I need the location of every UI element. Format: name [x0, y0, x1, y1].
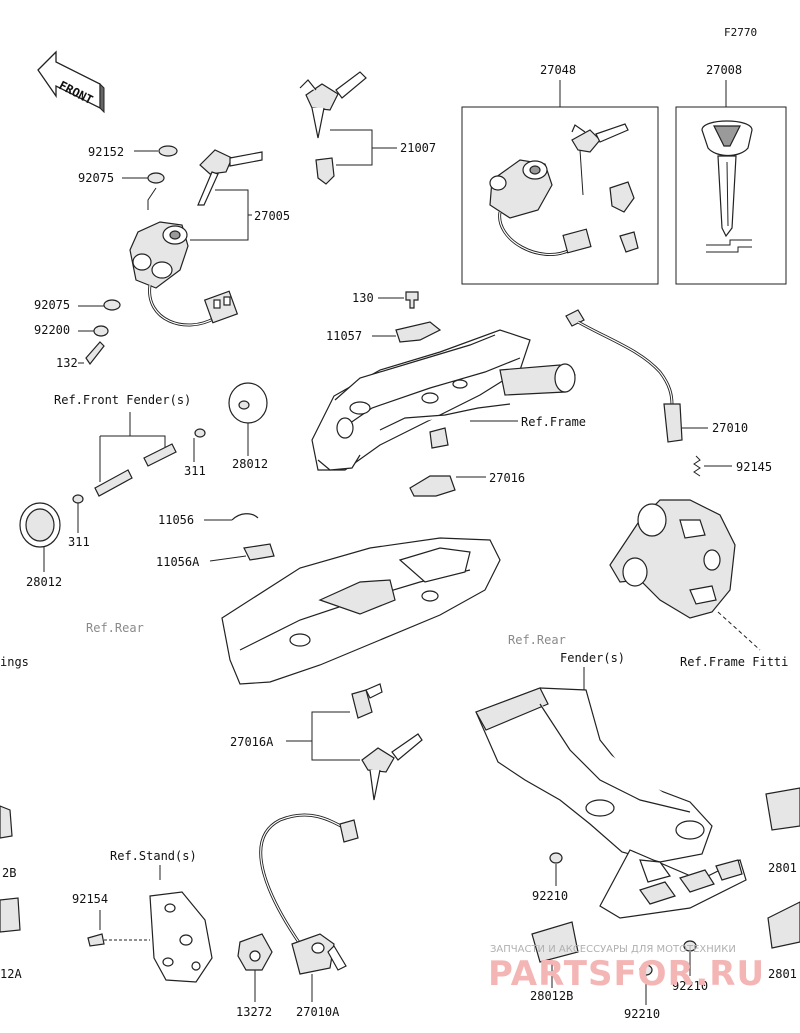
- label-11056A: 11056A: [156, 555, 200, 569]
- collar-pair: [94, 443, 177, 497]
- label-132: 132: [56, 356, 78, 370]
- label-2801-lower: 2801: [768, 967, 797, 981]
- washer-92075-top: [147, 172, 165, 184]
- kit-27048-parts: [489, 123, 639, 256]
- label-12A: 12A: [0, 967, 22, 981]
- label-27010: 27010: [712, 421, 748, 435]
- label-11056: 11056: [158, 513, 194, 527]
- sidestand-switch-27010A: [259, 813, 359, 975]
- switch-13272: [237, 933, 273, 971]
- label-28012-right: 28012: [232, 457, 268, 471]
- label-13272: 13272: [236, 1005, 272, 1019]
- figure-code: F2770: [724, 26, 757, 39]
- label-92152: 92152: [88, 145, 124, 159]
- bolt-92154: [87, 933, 105, 947]
- label-92210-left: 92210: [532, 889, 568, 903]
- label-ref-front-fender: Ref.Front Fender(s): [54, 393, 191, 407]
- label-11057: 11057: [326, 329, 362, 343]
- label-311-left: 311: [68, 535, 90, 549]
- spring-92145: [693, 455, 701, 477]
- stand-bracket: [149, 891, 213, 983]
- washer-92075-bottom: [103, 299, 121, 311]
- washer-92152: [158, 145, 178, 157]
- label-27010A: 27010A: [296, 1005, 340, 1019]
- label-311-right: 311: [184, 464, 206, 478]
- cylinder-27016A: [351, 689, 373, 719]
- label-27016: 27016: [489, 471, 525, 485]
- bracket-11057: [395, 321, 442, 343]
- reflector-left-edge-upper: [0, 805, 13, 839]
- label-2B: 2B: [2, 866, 16, 880]
- label-28012B: 28012B: [530, 989, 573, 1003]
- nut-92210-right: [683, 940, 697, 952]
- svg-text:Ref.Rear: Ref.Rear: [508, 633, 566, 647]
- label-27016A: 27016A: [230, 735, 274, 749]
- seat-lock-cable-27010: [565, 309, 683, 443]
- label-27048: 27048: [540, 63, 576, 77]
- svg-text:Ref.Rear: Ref.Rear: [86, 621, 144, 635]
- label-92154: 92154: [72, 892, 108, 906]
- label-92200: 92200: [34, 323, 70, 337]
- nut-92210-left: [549, 852, 563, 864]
- rear-undertray: [221, 537, 501, 685]
- label-2801-upper: 2801: [768, 861, 797, 875]
- watermark-text: ЗАПЧАСТИ И АКСЕССУАРЫ ДЛЯ МОТОТЕХНИКИ: [490, 944, 736, 955]
- reflector-right-lower: [767, 901, 800, 949]
- frame-section: [311, 329, 576, 471]
- seat-lock-assembly: [609, 499, 761, 651]
- label-92210-bottom: 92210: [624, 1007, 660, 1021]
- watermark-logo: PARTSFOR.RU: [488, 954, 765, 994]
- nut-311-right: [194, 428, 206, 438]
- label-92145: 92145: [736, 460, 772, 474]
- rear-fender-assembly: [475, 687, 747, 919]
- label-27005: 27005: [254, 209, 290, 223]
- clip-11056A: [243, 543, 275, 561]
- bracket-27016: [409, 475, 456, 497]
- bolt-132: [85, 341, 105, 366]
- label-130: 130: [352, 291, 374, 305]
- label-21007: 21007: [400, 141, 436, 155]
- label-92075-bottom: 92075: [34, 298, 70, 312]
- key-set-27016A: [361, 733, 423, 801]
- bolt-130: [405, 291, 419, 309]
- label-ref-frame-fittings: Ref.Frame Fitti: [680, 655, 788, 669]
- reflector-28012B: [531, 921, 579, 963]
- reflector-left-edge-lower: [0, 897, 21, 933]
- label-ings: ings: [0, 655, 29, 669]
- ignition-switch-27005: [129, 149, 263, 327]
- label-ref-frame: Ref.Frame: [521, 415, 586, 429]
- label-27008: 27008: [706, 63, 742, 77]
- key-blank-icon: [701, 120, 753, 253]
- label-rear-fender: Fender(s): [560, 651, 625, 665]
- front-arrow-icon: FRONT: [37, 50, 105, 114]
- reflector-28012-left: [19, 502, 61, 548]
- key-blank-27008-box: [675, 106, 787, 285]
- reflector-28012-right: [228, 382, 268, 424]
- washer-92200: [93, 325, 109, 337]
- label-ref-stand: Ref.Stand(s): [110, 849, 197, 863]
- key-set-21007: [299, 71, 367, 185]
- label-28012-left: 28012: [26, 575, 62, 589]
- clip-11056: [231, 513, 259, 521]
- reflector-right-upper: [765, 787, 800, 831]
- label-92210-right: 92210: [672, 979, 708, 993]
- label-92075-top: 92075: [78, 171, 114, 185]
- nut-311-left: [72, 494, 84, 504]
